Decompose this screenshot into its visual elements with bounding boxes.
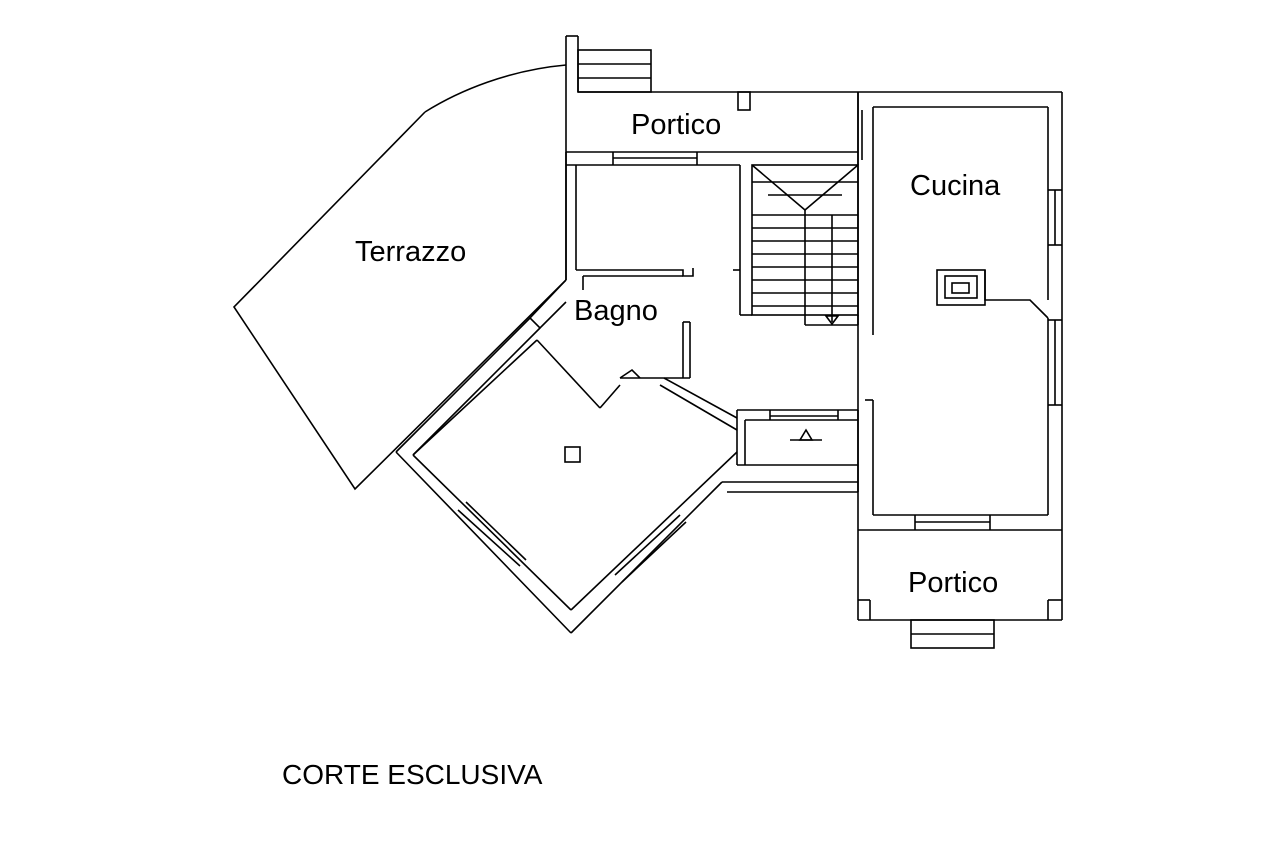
- room-label-portico-bottom: Portico: [908, 567, 998, 599]
- room-label-terrazzo: Terrazzo: [355, 236, 466, 268]
- diamond-room: [395, 317, 738, 634]
- portico-bottom: [857, 530, 1063, 649]
- staircase: [733, 164, 859, 326]
- top-steps: [577, 49, 652, 93]
- room-label-cucina: Cucina: [910, 170, 1001, 202]
- room-label-bagno: Bagno: [574, 295, 658, 327]
- cucina-walls: [861, 106, 1062, 530]
- lower-entry: [722, 409, 859, 493]
- fireplace: [936, 269, 986, 306]
- corte-label: CORTE ESCLUSIVA: [282, 759, 543, 790]
- room-label-portico-top: Portico: [631, 109, 721, 141]
- bagno-walls: [528, 268, 694, 409]
